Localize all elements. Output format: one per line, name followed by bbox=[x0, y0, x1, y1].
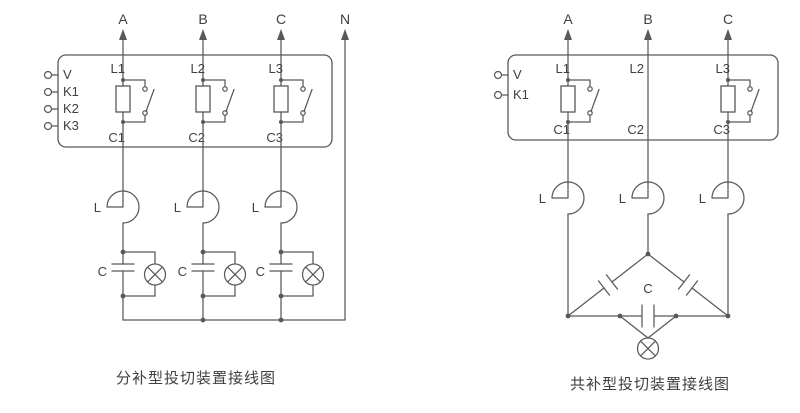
capacitor-plate bbox=[605, 274, 619, 290]
capacitor-symbol bbox=[111, 263, 135, 272]
inductor-label: L bbox=[94, 200, 101, 215]
terminal-circle bbox=[493, 90, 503, 100]
capacitor-symbol bbox=[269, 263, 293, 272]
left-branch-a: L1 C1 L C bbox=[94, 35, 167, 321]
switch-label-l2: L2 bbox=[630, 61, 644, 76]
left-branch-c: L3 C3 L C bbox=[252, 35, 325, 321]
terminal-label-k1: K1 bbox=[63, 84, 79, 99]
output-label-c2: C2 bbox=[627, 122, 644, 137]
terminal-circle bbox=[493, 70, 503, 80]
output-label-c1: C1 bbox=[553, 122, 570, 137]
switch-label-l1: L1 bbox=[111, 61, 125, 76]
right-diagram-caption: 共补型投切装置接线图 bbox=[570, 376, 730, 393]
capacitor-plate bbox=[677, 274, 691, 290]
indicator-lamp-symbol bbox=[223, 263, 247, 286]
left-diagram-caption: 分补型投切装置接线图 bbox=[116, 370, 276, 387]
output-label-c3: C3 bbox=[713, 122, 730, 137]
inductor-label: L bbox=[699, 191, 706, 206]
indicator-lamp-symbol bbox=[636, 337, 660, 360]
delta-capacitor-bank: C bbox=[565, 251, 731, 360]
switch-label-l1: L1 bbox=[556, 61, 570, 76]
switch-label-l3: L3 bbox=[716, 61, 730, 76]
indicator-lamp-symbol bbox=[301, 263, 325, 286]
junction-dot bbox=[565, 313, 571, 319]
right-control-terminals: V K1 bbox=[493, 67, 529, 102]
inductor-symbol bbox=[711, 181, 745, 215]
left-phase-label-a: A bbox=[118, 11, 128, 27]
indicator-lamp-symbol bbox=[143, 263, 167, 286]
left-phase-label-n: N bbox=[340, 11, 350, 27]
output-label-c3: C3 bbox=[266, 130, 283, 145]
terminal-circle bbox=[43, 104, 53, 114]
terminal-circle bbox=[43, 70, 53, 80]
inductor-symbol bbox=[631, 181, 665, 215]
terminal-label-v: V bbox=[63, 67, 72, 82]
inductor-symbol bbox=[106, 190, 140, 224]
left-phase-label-c: C bbox=[276, 11, 286, 27]
inductor-symbol bbox=[186, 190, 220, 224]
right-phase-label-a: A bbox=[563, 11, 573, 27]
left-phase-label-b: B bbox=[198, 11, 207, 27]
right-phase-label-c: C bbox=[723, 11, 733, 27]
inductor-label: L bbox=[619, 191, 626, 206]
terminal-label-k2: K2 bbox=[63, 101, 79, 116]
capacitor-label: C bbox=[643, 281, 652, 296]
capacitor-symbol bbox=[191, 263, 215, 272]
inductor-label: L bbox=[252, 200, 259, 215]
left-diagram: A B C N V K1 K2 K3 L1 C1 bbox=[43, 11, 350, 387]
left-controller-box bbox=[57, 54, 333, 148]
terminal-circle bbox=[43, 121, 53, 131]
right-branch-c: L3 C3 L bbox=[699, 35, 760, 317]
output-label-c2: C2 bbox=[188, 130, 205, 145]
inductor-symbol bbox=[264, 190, 298, 224]
inductor-label: L bbox=[174, 200, 181, 215]
left-neutral-bus bbox=[122, 35, 346, 323]
switch-label-l2: L2 bbox=[191, 61, 205, 76]
output-label-c1: C1 bbox=[108, 130, 125, 145]
right-branch-a: L1 C1 L bbox=[539, 35, 600, 317]
right-diagram: A B C V K1 L1 C1 L bbox=[493, 11, 779, 393]
right-controller-box bbox=[507, 54, 779, 141]
capacitor-label: C bbox=[98, 264, 107, 279]
right-branch-b: L2 C2 L bbox=[619, 35, 665, 255]
switch-label-l3: L3 bbox=[269, 61, 283, 76]
capacitor-label: C bbox=[256, 264, 265, 279]
terminal-circle bbox=[43, 87, 53, 97]
terminal-label-k3: K3 bbox=[63, 118, 79, 133]
capacitor-label: C bbox=[178, 264, 187, 279]
terminal-label-k1: K1 bbox=[513, 87, 529, 102]
inductor-symbol bbox=[551, 181, 585, 215]
junction-dot bbox=[278, 317, 284, 323]
junction-dot bbox=[200, 317, 206, 323]
right-phase-label-b: B bbox=[643, 11, 652, 27]
left-branch-b: L2 C2 L C bbox=[174, 35, 247, 321]
left-control-terminals: V K1 K2 K3 bbox=[43, 67, 79, 133]
inductor-label: L bbox=[539, 191, 546, 206]
junction-dot bbox=[725, 313, 731, 319]
terminal-label-v: V bbox=[513, 67, 522, 82]
